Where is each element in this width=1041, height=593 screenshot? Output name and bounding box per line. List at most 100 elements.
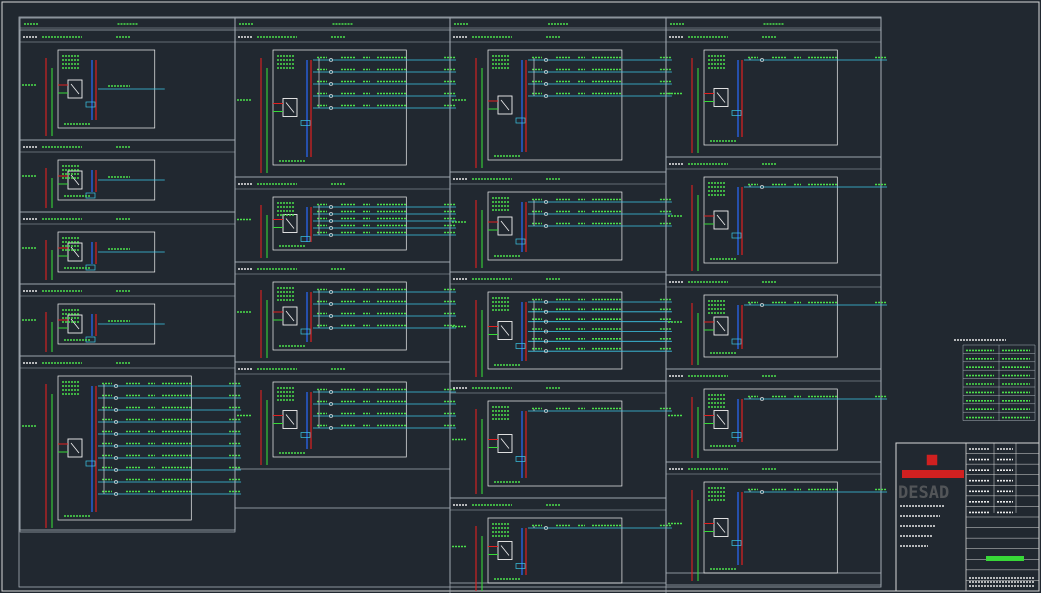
breaker-symbol bbox=[760, 490, 764, 494]
breaker-symbol bbox=[544, 70, 548, 74]
breaker-symbol bbox=[544, 200, 548, 204]
drawing-number-highlight bbox=[986, 556, 1024, 561]
breaker-symbol bbox=[114, 492, 118, 496]
breaker-symbol bbox=[329, 233, 333, 237]
ats-contact bbox=[500, 438, 510, 449]
enclosure-box bbox=[487, 49, 623, 161]
breaker-symbol bbox=[329, 212, 333, 216]
meter-icon bbox=[515, 343, 526, 349]
breaker-symbol bbox=[329, 226, 333, 230]
ats-switch-icon bbox=[713, 316, 729, 336]
meter-icon bbox=[515, 563, 526, 569]
ats-contact bbox=[500, 220, 510, 232]
ats-switch-icon bbox=[497, 216, 513, 236]
ats-switch-icon bbox=[713, 410, 729, 429]
breaker-symbol bbox=[329, 82, 333, 86]
breaker-symbol bbox=[329, 402, 333, 406]
breaker-symbol bbox=[544, 526, 548, 530]
enclosure-box bbox=[272, 196, 407, 251]
distribution-column-3 bbox=[449, 17, 672, 593]
ats-switch-icon bbox=[67, 170, 83, 190]
ats-contact bbox=[70, 318, 80, 330]
meter-icon bbox=[515, 117, 526, 124]
enclosure-box bbox=[703, 176, 838, 264]
breaker-symbol bbox=[760, 58, 764, 62]
ats-contact bbox=[716, 522, 726, 533]
enclosure-box bbox=[57, 375, 192, 521]
ats-contact bbox=[500, 325, 510, 336]
ats-switch-icon bbox=[497, 321, 513, 340]
breaker-symbol bbox=[760, 397, 764, 401]
meter-icon bbox=[85, 101, 96, 108]
ats-switch-icon bbox=[67, 438, 83, 458]
breaker-symbol bbox=[114, 384, 118, 388]
breaker-symbol bbox=[544, 339, 548, 344]
ats-contact bbox=[285, 310, 295, 322]
meter-icon bbox=[85, 192, 96, 199]
breaker-symbol bbox=[329, 70, 333, 74]
breaker-symbol bbox=[329, 94, 333, 98]
breaker-symbol bbox=[760, 303, 764, 307]
breaker-symbol bbox=[544, 224, 548, 228]
breaker-symbol bbox=[544, 319, 548, 324]
ats-contact bbox=[70, 246, 80, 258]
meter-icon bbox=[731, 110, 742, 116]
breaker-symbol bbox=[329, 314, 333, 318]
meter-icon bbox=[731, 232, 742, 239]
ats-switch-icon bbox=[282, 98, 298, 117]
breaker-symbol bbox=[329, 414, 333, 418]
enclosure-box bbox=[487, 400, 623, 487]
breaker-symbol bbox=[114, 468, 118, 472]
breaker-symbol bbox=[114, 480, 118, 484]
ats-switch-icon bbox=[67, 314, 83, 334]
breaker-symbol bbox=[329, 205, 333, 209]
meter-icon bbox=[515, 238, 526, 245]
breaker-symbol bbox=[544, 409, 548, 413]
breaker-symbol bbox=[544, 309, 548, 314]
breaker-symbol bbox=[329, 58, 333, 62]
breaker-symbol bbox=[114, 432, 118, 436]
breaker-symbol bbox=[114, 408, 118, 412]
enclosure-box bbox=[703, 388, 838, 451]
ats-switch-icon bbox=[67, 79, 83, 99]
ats-switch-icon bbox=[713, 210, 729, 230]
meter-icon bbox=[300, 432, 311, 438]
ats-contact bbox=[716, 414, 726, 425]
enclosure-box bbox=[487, 517, 623, 584]
breaker-symbol bbox=[329, 426, 333, 430]
legend-table bbox=[954, 339, 1036, 421]
company-name-banner bbox=[902, 470, 964, 478]
breaker-symbol bbox=[114, 396, 118, 400]
ats-switch-icon bbox=[497, 95, 513, 115]
meter-icon bbox=[300, 328, 311, 335]
ats-contact bbox=[285, 102, 295, 113]
breaker-symbol bbox=[114, 444, 118, 448]
meter-icon bbox=[731, 432, 742, 438]
title-block: DESAD bbox=[895, 442, 1040, 592]
breaker-symbol bbox=[329, 219, 333, 223]
enclosure-box bbox=[272, 49, 407, 166]
ats-switch-icon bbox=[497, 541, 513, 560]
breaker-symbol bbox=[329, 302, 333, 306]
logo-wordmark: DESAD bbox=[898, 483, 949, 503]
distribution-column-1 bbox=[19, 17, 242, 533]
ats-switch-icon bbox=[282, 410, 298, 429]
meter-icon bbox=[85, 336, 96, 343]
enclosure-box bbox=[703, 294, 838, 358]
breaker-symbol bbox=[329, 390, 333, 394]
breaker-symbol bbox=[329, 326, 333, 330]
ats-switch-icon bbox=[497, 434, 513, 453]
ats-contact bbox=[716, 214, 726, 226]
meter-icon bbox=[731, 540, 742, 546]
enclosure-box bbox=[487, 291, 623, 370]
enclosure-box bbox=[272, 381, 407, 458]
ats-contact bbox=[500, 99, 510, 111]
breaker-symbol bbox=[544, 94, 548, 98]
ats-contact bbox=[285, 218, 295, 229]
meter-icon bbox=[731, 338, 742, 345]
breaker-symbol bbox=[760, 185, 764, 189]
